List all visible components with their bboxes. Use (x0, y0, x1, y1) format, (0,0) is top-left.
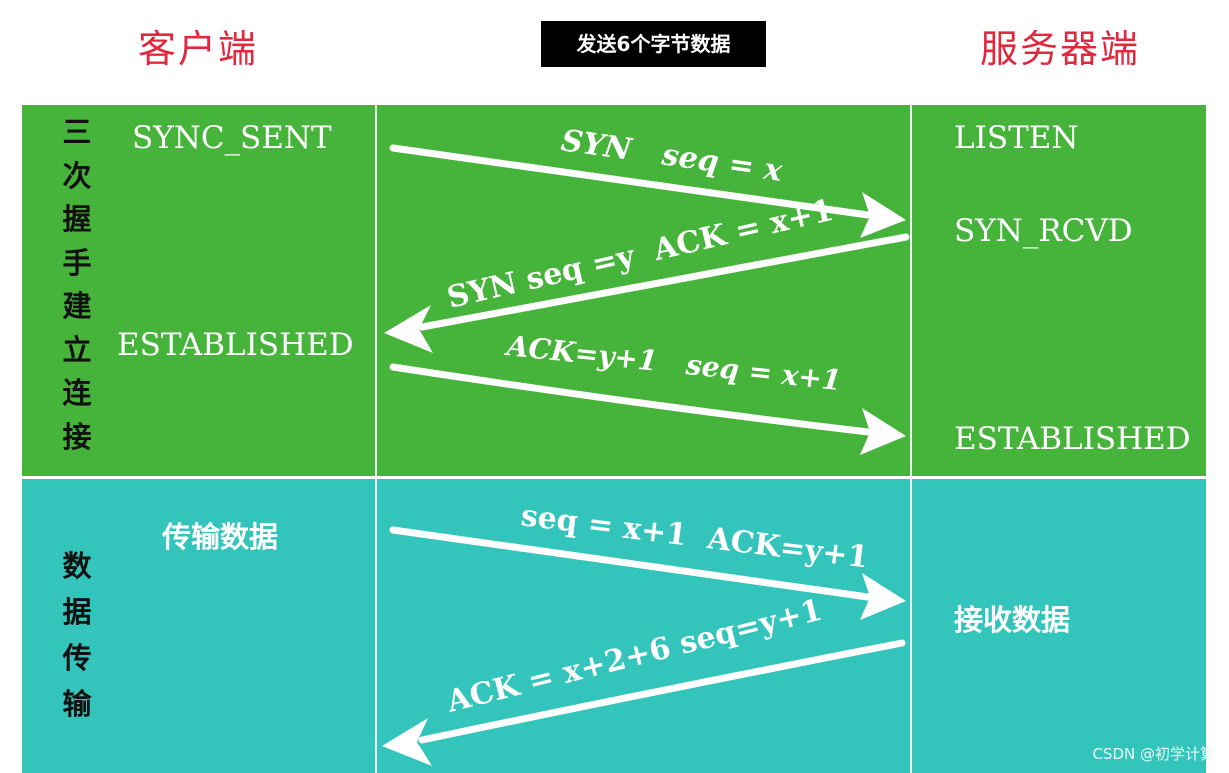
arrow-ack (389, 363, 906, 455)
server-column-divider (910, 105, 912, 773)
server-state-listen: LISTEN (954, 120, 1079, 156)
client-column-divider (375, 105, 377, 773)
server-state-established: ESTABLISHED (954, 421, 1191, 457)
transfer-section-label: 数据传输 (62, 549, 92, 721)
server-state-receive: 接收数据 (954, 603, 1071, 637)
arrow-syn-ack (384, 233, 910, 353)
client-state-transfer: 传输数据 (162, 520, 279, 554)
send-bytes-badge: 发送6个字节数据 (541, 21, 766, 67)
msg-ack-data: ACK = x+2+6 seq=y+1 (442, 593, 825, 720)
msg-ack: ACK=y+1 seq = x+1 (502, 329, 843, 397)
arrow-send-data (389, 526, 906, 620)
client-state-established: ESTABLISHED (117, 327, 354, 363)
arrow-syn (389, 144, 906, 238)
client-header: 客户端 (138, 27, 259, 71)
data-transfer-band (22, 479, 1206, 773)
arrow-ack-data (382, 639, 906, 766)
msg-syn-ack: SYN seq =y ACK = x+1 (444, 193, 837, 316)
server-header: 服务器端 (980, 27, 1141, 71)
watermark: CSDN @初学计算 (1092, 745, 1215, 763)
server-state-syn-rcvd: SYN_RCVD (954, 213, 1133, 249)
handshake-section-label: 三次握手建立连接 (62, 115, 92, 454)
client-state-sync-sent: SYNC_SENT (132, 120, 332, 156)
msg-send-data: seq = x+1 ACK=y+1 (519, 498, 870, 575)
